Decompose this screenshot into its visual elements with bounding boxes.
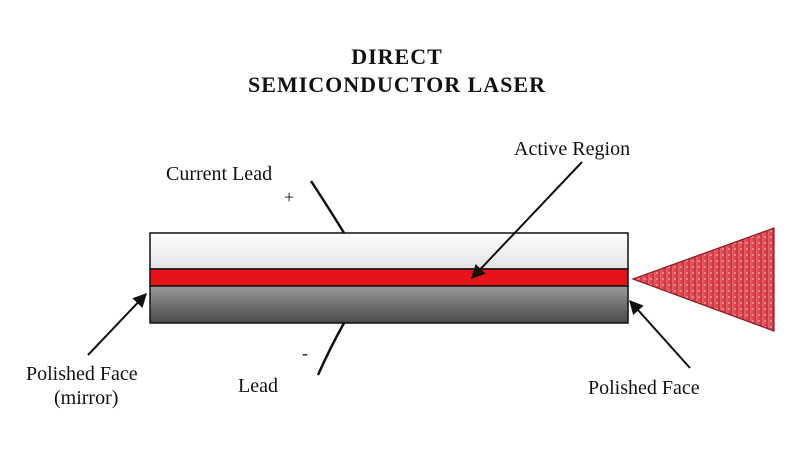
laser-bar [149,232,629,324]
bottom-layer [149,285,629,324]
lead-wire [316,322,346,376]
active-region-arrow [471,161,583,280]
polished-face-right-label: Polished Face [588,377,700,399]
polished-face-right-arrow [629,299,691,369]
laser-beam [631,227,775,332]
polished-face-left-label: Polished Face [26,363,138,385]
polished-face-left-arrow [87,292,147,356]
title-line-1: DIRECT [351,44,443,69]
active-region-label: Active Region [514,138,631,160]
minus-sign: - [302,343,308,363]
top-layer [149,232,629,270]
polished-face-left-sublabel: (mirror) [54,387,119,409]
active-region-layer [149,268,629,287]
current-lead-wire [309,180,346,234]
plus-sign: + [284,187,295,207]
current-lead-label: Current Lead [166,163,273,185]
title-line-2: SEMICONDUCTOR LASER [248,72,546,97]
lead-label: Lead [238,375,278,397]
